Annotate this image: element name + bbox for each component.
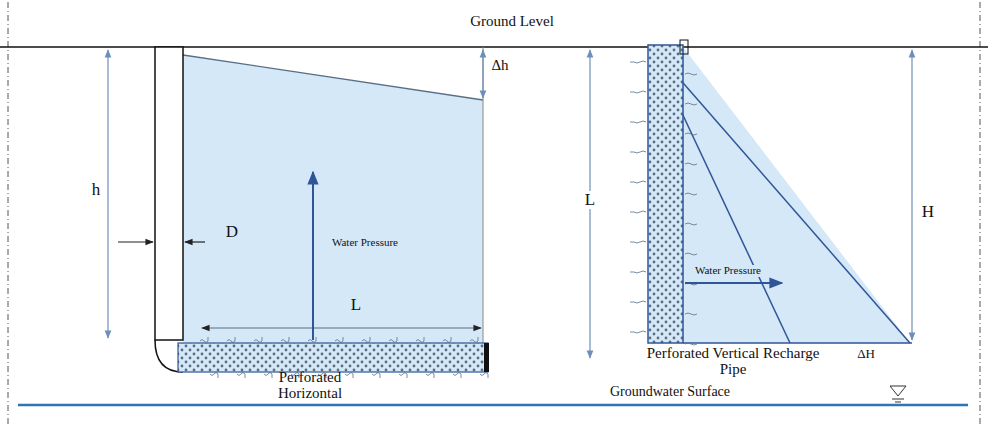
pipe-cap <box>484 343 489 372</box>
dimension-line <box>482 50 483 98</box>
part-label: Perforated Vertical Recharge Pipe <box>631 346 835 378</box>
dimension-label: L <box>349 296 363 314</box>
title-label: Ground Level <box>470 14 554 30</box>
pipe-cap <box>680 40 688 54</box>
dimension-line <box>107 50 108 338</box>
dimension-label: Δh <box>491 58 508 74</box>
water-surface <box>183 55 483 100</box>
water-table-symbol <box>890 386 906 402</box>
arrow-label: Water Pressure <box>693 265 763 277</box>
pressure-arrow <box>312 172 314 340</box>
frame-line <box>980 2 981 424</box>
frame-line <box>8 2 9 424</box>
dimension-line <box>911 50 912 340</box>
seepage-marks <box>630 61 697 345</box>
horizontal-pipe <box>178 343 488 372</box>
boundary-line <box>483 47 484 343</box>
water-body <box>183 55 483 343</box>
dimension-label: L <box>583 191 597 209</box>
ground-line <box>0 46 988 48</box>
arrow-label: Water Pressure <box>330 237 400 249</box>
part-label: Perforated Horizontal <box>250 370 370 402</box>
dimension-label: H <box>922 203 934 221</box>
dimension-label: D <box>226 223 238 241</box>
note-label: Groundwater Surface <box>610 385 730 400</box>
groundwater-line <box>18 404 968 407</box>
dimension-arrow <box>118 241 153 242</box>
pressure-base <box>683 342 912 344</box>
riser-pipe <box>155 47 183 340</box>
pressure-line <box>650 45 910 343</box>
dimension-label: ΔH <box>857 347 875 361</box>
pressure-diagram <box>683 47 910 343</box>
dimension-arrow <box>185 241 205 242</box>
vertical-pipe <box>648 45 683 343</box>
seepage-marks <box>200 337 488 378</box>
pressure-arrow <box>685 282 782 284</box>
dimension-label: h <box>92 181 101 199</box>
dimension-line <box>202 327 481 328</box>
